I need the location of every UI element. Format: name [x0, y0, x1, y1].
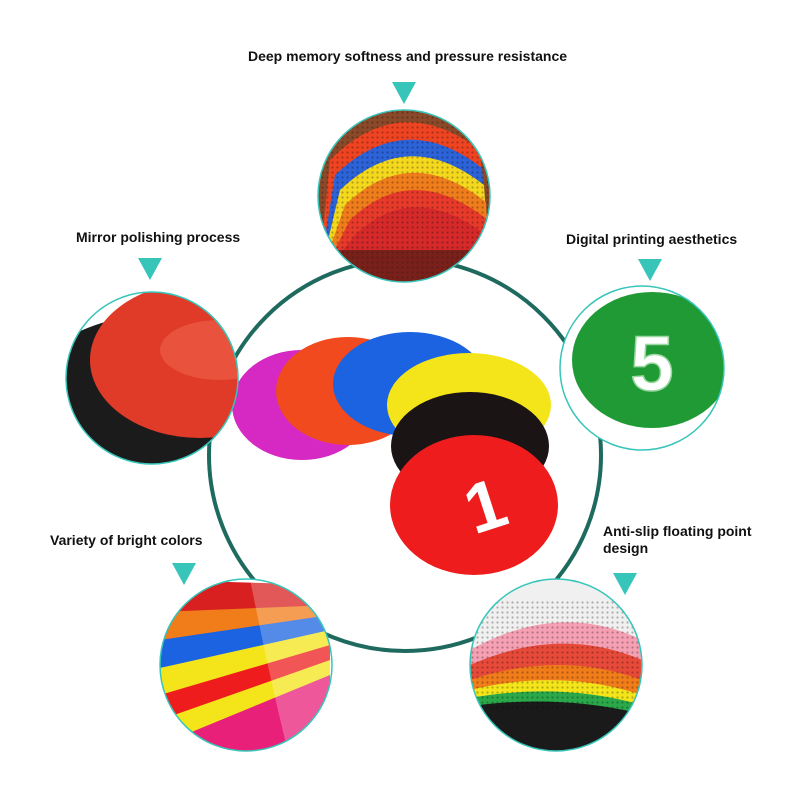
feature-photo-antislip [469, 578, 643, 752]
green-disc-number: 5 [630, 319, 673, 407]
feature-photo-softness [317, 109, 491, 283]
center-disc-stack [232, 332, 558, 575]
teal-pointer-icon [392, 82, 416, 104]
disc-red [390, 435, 558, 575]
teal-pointer-icon [613, 573, 637, 595]
feature-label-printing: Digital printing aesthetics [566, 231, 738, 247]
feature-label-antislip: Anti-slip floating point design [603, 523, 752, 556]
feature-label-mirror: Mirror polishing process [76, 229, 241, 245]
teal-pointer-icon [138, 258, 162, 280]
feature-photo-mirror [65, 291, 239, 465]
teal-pointer-icon [172, 563, 196, 585]
feature-label-softness: Deep memory softness and pressure resist… [248, 48, 568, 64]
teal-pointer-icon [638, 259, 662, 281]
feature-photo-colors [159, 578, 333, 752]
feature-label-colors: Variety of bright colors [50, 532, 203, 548]
feature-photo-printing: 5 [559, 285, 725, 451]
